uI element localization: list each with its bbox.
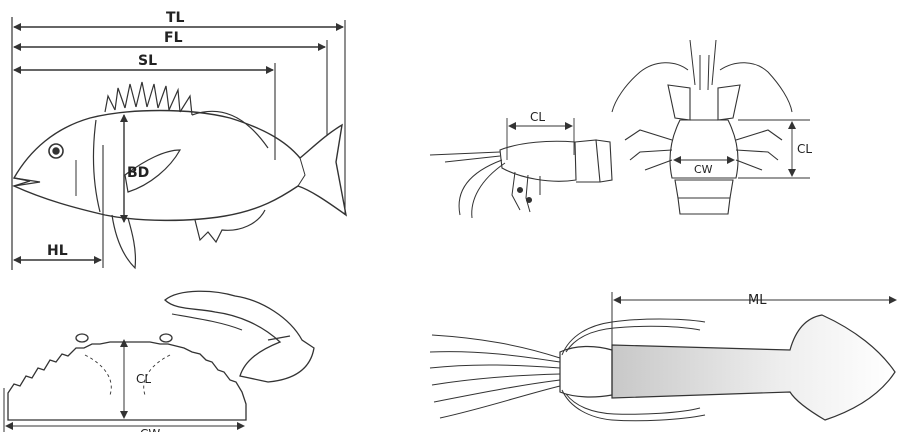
lobster-panel bbox=[612, 40, 810, 214]
fish-body-outline bbox=[14, 111, 346, 221]
fish-measure-lines bbox=[12, 17, 345, 270]
label-squid-ml: ML bbox=[748, 293, 767, 308]
label-crab-cw: CW bbox=[140, 427, 160, 432]
squid-panel bbox=[430, 292, 896, 421]
squid-head bbox=[560, 346, 612, 397]
crab-claw bbox=[165, 291, 314, 382]
crab-carapace bbox=[8, 342, 246, 420]
fish-panel bbox=[12, 17, 346, 270]
shrimp-carapace bbox=[500, 141, 576, 181]
label-shrimp-cl: CL bbox=[530, 110, 545, 124]
shrimp-panel bbox=[430, 118, 612, 218]
label-bd: BD bbox=[127, 165, 149, 181]
label-hl: HL bbox=[47, 243, 68, 259]
label-lobster-cw: CW bbox=[694, 163, 713, 176]
label-crab-cl: CL bbox=[136, 372, 151, 386]
label-tl: TL bbox=[166, 10, 185, 26]
label-lobster-cl: CL bbox=[797, 142, 812, 156]
label-sl: SL bbox=[138, 53, 157, 69]
fish-dorsal-fin bbox=[105, 82, 268, 148]
label-fl: FL bbox=[164, 30, 183, 46]
crab-panel bbox=[4, 291, 314, 432]
squid-mantle bbox=[612, 315, 895, 420]
